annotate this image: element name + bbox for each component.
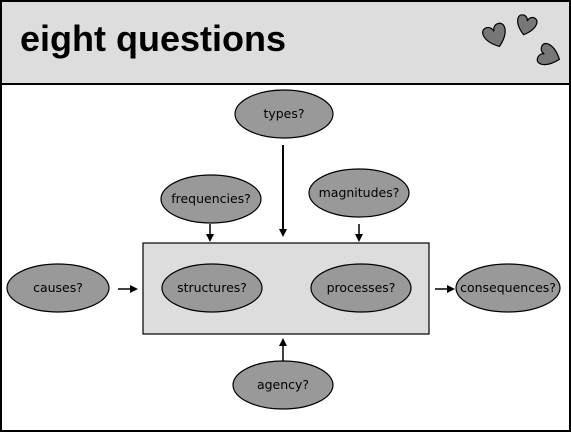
hearts-icon <box>482 14 561 66</box>
node-frequencies: frequencies? <box>160 174 262 224</box>
node-structures: structures? <box>161 263 263 313</box>
node-consequences-label: consequences? <box>460 280 556 295</box>
node-causes: causes? <box>6 263 110 313</box>
node-agency: agency? <box>232 360 334 410</box>
heart-icon <box>517 14 538 36</box>
node-agency-label: agency? <box>257 377 309 392</box>
node-structures-label: structures? <box>177 280 247 295</box>
node-types-label: types? <box>263 106 304 121</box>
node-processes: processes? <box>310 263 412 313</box>
diagram: types? frequencies? magnitudes? causes? … <box>6 89 561 410</box>
heart-icon <box>536 43 561 66</box>
node-causes-label: causes? <box>33 280 83 295</box>
slide-header: eight questions <box>2 2 569 85</box>
node-frequencies-label: frequencies? <box>171 191 251 206</box>
node-magnitudes-label: magnitudes? <box>319 185 400 200</box>
node-magnitudes: magnitudes? <box>308 168 410 218</box>
node-types: types? <box>234 89 334 139</box>
node-consequences: consequences? <box>455 263 561 313</box>
slide-title: eight questions <box>20 18 287 59</box>
node-processes-label: processes? <box>327 280 396 295</box>
heart-icon <box>482 22 506 48</box>
